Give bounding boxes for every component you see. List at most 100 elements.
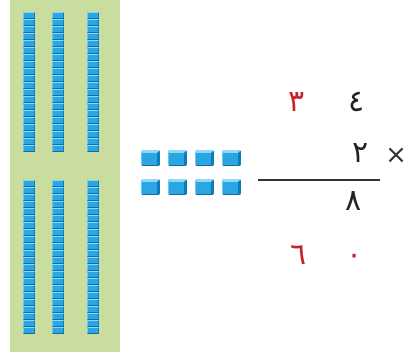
result-ones-digit: ٠ <box>345 237 363 272</box>
rod-cube <box>87 229 99 236</box>
rod-cube <box>23 271 35 278</box>
rod-cube <box>23 243 35 250</box>
rod-cube <box>52 320 64 327</box>
rod-cube <box>52 117 64 124</box>
rod-cube <box>23 47 35 54</box>
rod-cube <box>23 138 35 145</box>
rod-cube <box>23 19 35 26</box>
rod-cube <box>23 236 35 243</box>
rod-cube <box>52 103 64 110</box>
rod-cube <box>87 292 99 299</box>
rod-cube <box>87 75 99 82</box>
rod-cube <box>23 75 35 82</box>
rod-cube <box>87 61 99 68</box>
rod-cube <box>23 145 35 152</box>
rod-cube <box>87 110 99 117</box>
rod-cube <box>23 124 35 131</box>
unit-cube <box>222 179 241 195</box>
rod-cube <box>87 26 99 33</box>
rod-cube <box>87 278 99 285</box>
rod-cube <box>52 75 64 82</box>
rod-cube <box>52 222 64 229</box>
rod-cube <box>87 313 99 320</box>
rod-cube <box>52 187 64 194</box>
rod-cube <box>23 187 35 194</box>
rod-cube <box>87 187 99 194</box>
rod-cube <box>52 299 64 306</box>
rod-cube <box>87 103 99 110</box>
rod-cube <box>87 320 99 327</box>
partial-product-digit: ٨ <box>344 183 362 218</box>
rod-cube <box>23 110 35 117</box>
carry-ones-digit: ٤ <box>347 84 365 119</box>
rod-cube <box>23 201 35 208</box>
tens-rod <box>87 12 99 152</box>
rod-cube <box>52 96 64 103</box>
rod-cube <box>87 222 99 229</box>
rod-cube <box>23 320 35 327</box>
rod-cube <box>87 82 99 89</box>
rod-cube <box>87 138 99 145</box>
rod-cube <box>52 229 64 236</box>
rod-cube <box>52 208 64 215</box>
rod-cube <box>52 278 64 285</box>
rod-cube <box>23 292 35 299</box>
rod-cube <box>23 40 35 47</box>
rod-cube <box>23 12 35 19</box>
rod-cube <box>23 313 35 320</box>
rod-cube <box>52 110 64 117</box>
rod-cube <box>23 222 35 229</box>
result-tens-digit: ٦ <box>289 237 307 272</box>
unit-cube <box>141 179 160 195</box>
rod-cube <box>87 201 99 208</box>
unit-cube <box>168 150 187 166</box>
rod-cube <box>87 12 99 19</box>
rod-cube <box>23 33 35 40</box>
rod-cube <box>52 292 64 299</box>
rod-cube <box>52 68 64 75</box>
rod-cube <box>87 54 99 61</box>
rod-cube <box>87 145 99 152</box>
rod-cube <box>52 257 64 264</box>
rod-cube <box>23 250 35 257</box>
rod-cube <box>87 47 99 54</box>
unit-cube <box>195 179 214 195</box>
unit-cube <box>141 150 160 166</box>
rod-cube <box>52 306 64 313</box>
rod-cube <box>87 208 99 215</box>
rod-cube <box>87 327 99 334</box>
rod-cube <box>87 89 99 96</box>
rod-cube <box>87 243 99 250</box>
unit-cube <box>168 179 187 195</box>
rod-cube <box>52 124 64 131</box>
rod-cube <box>23 215 35 222</box>
rod-cube <box>87 33 99 40</box>
rod-cube <box>23 103 35 110</box>
rod-cube <box>23 285 35 292</box>
rod-cube <box>23 82 35 89</box>
rod-cube <box>23 89 35 96</box>
rod-cube <box>87 96 99 103</box>
tens-rod <box>52 12 64 152</box>
rod-cube <box>52 54 64 61</box>
rod-cube <box>52 215 64 222</box>
rod-cube <box>87 271 99 278</box>
tens-rod <box>23 180 35 334</box>
rod-cube <box>87 264 99 271</box>
rod-cube <box>52 271 64 278</box>
rod-cube <box>87 68 99 75</box>
rod-cube <box>52 89 64 96</box>
rod-cube <box>87 180 99 187</box>
rod-cube <box>52 327 64 334</box>
rod-cube <box>87 215 99 222</box>
rod-cube <box>87 19 99 26</box>
rod-cube <box>52 285 64 292</box>
multiplier-digit: ٢ <box>351 135 369 170</box>
tens-rods-panel <box>10 0 120 352</box>
rod-cube <box>87 257 99 264</box>
rod-cube <box>52 194 64 201</box>
rod-cube <box>87 194 99 201</box>
rod-cube <box>87 236 99 243</box>
rod-cube <box>87 124 99 131</box>
rod-cube <box>52 180 64 187</box>
